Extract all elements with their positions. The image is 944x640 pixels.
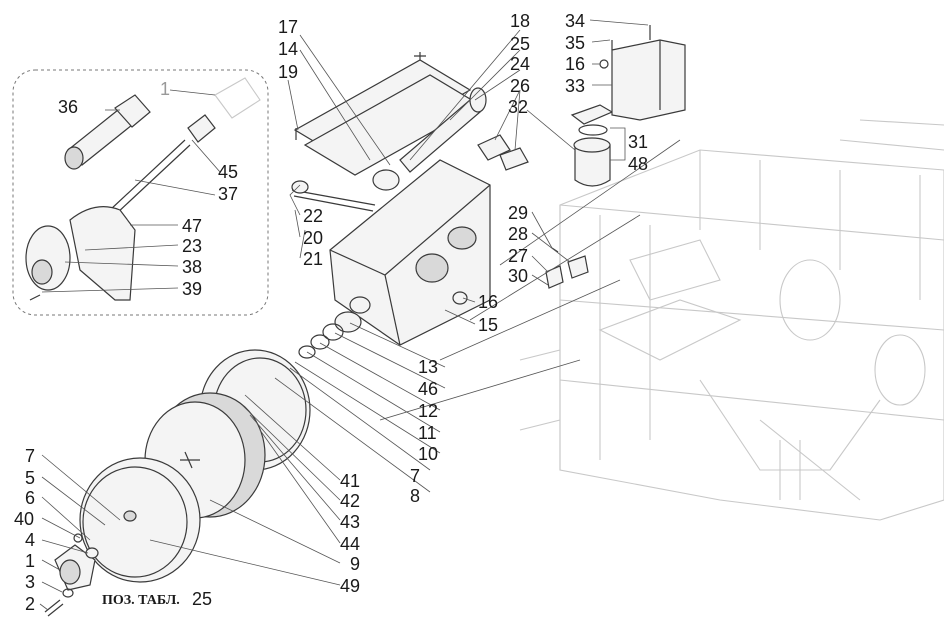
label-47: 47 — [182, 216, 202, 236]
label-7-left: 7 — [25, 446, 35, 466]
gearbox-housing — [291, 159, 491, 346]
label-16-top: 16 — [565, 54, 585, 74]
label-11: 11 — [418, 423, 437, 443]
label-23: 23 — [182, 236, 202, 256]
label-1: 1 — [25, 551, 35, 571]
cover-plates — [293, 52, 482, 176]
label-7-right: 7 — [410, 466, 420, 486]
label-30: 30 — [508, 266, 528, 286]
label-15: 15 — [478, 315, 498, 335]
label-35: 35 — [565, 33, 585, 53]
label-14: 14 — [278, 39, 298, 59]
label-28: 28 — [508, 224, 528, 244]
seal-rings — [298, 311, 362, 359]
label-17: 17 — [278, 17, 298, 37]
label-31: 31 — [628, 132, 648, 152]
label-41: 41 — [340, 471, 360, 491]
inset-parts — [25, 77, 261, 301]
label-3: 3 — [25, 572, 35, 592]
part-labels: 17 14 19 18 25 24 26 32 34 35 16 33 31 4… — [14, 11, 648, 614]
bracket — [599, 25, 686, 121]
label-1-inset: 1 — [160, 79, 170, 99]
label-36: 36 — [58, 97, 78, 117]
label-21: 21 — [303, 249, 323, 269]
label-20: 20 — [303, 228, 323, 248]
label-48: 48 — [628, 154, 648, 174]
label-16-right: 16 — [478, 292, 498, 312]
label-10: 10 — [418, 444, 438, 464]
pulleys — [79, 349, 311, 583]
label-6: 6 — [25, 488, 35, 508]
table-reference-number: 25 — [192, 589, 212, 609]
label-18: 18 — [510, 11, 530, 31]
label-26: 26 — [510, 76, 530, 96]
table-reference-text: ПОЗ. ТАБЛ. — [102, 593, 180, 608]
label-4: 4 — [25, 530, 35, 550]
label-12: 12 — [418, 401, 438, 421]
small-brackets — [545, 247, 589, 289]
label-46: 46 — [418, 379, 438, 399]
label-25: 25 — [510, 34, 530, 54]
filter-assembly — [570, 104, 614, 187]
label-40: 40 — [14, 509, 34, 529]
label-29: 29 — [508, 203, 528, 223]
label-49: 49 — [340, 576, 360, 596]
bushings — [477, 134, 529, 171]
label-33: 33 — [565, 76, 585, 96]
label-9: 9 — [350, 554, 360, 574]
label-37: 37 — [218, 184, 238, 204]
label-44: 44 — [340, 534, 360, 554]
label-38: 38 — [182, 257, 202, 277]
label-8: 8 — [410, 486, 420, 506]
label-2: 2 — [25, 594, 35, 614]
label-19: 19 — [278, 62, 298, 82]
upper-shaft — [372, 87, 487, 191]
label-34: 34 — [565, 11, 585, 31]
label-13: 13 — [418, 357, 438, 377]
label-32: 32 — [508, 97, 528, 117]
label-45: 45 — [218, 162, 238, 182]
label-24: 24 — [510, 54, 530, 74]
label-39: 39 — [182, 279, 202, 299]
label-43: 43 — [340, 512, 360, 532]
label-27: 27 — [508, 246, 528, 266]
background-machine-frame — [519, 119, 944, 521]
hub-assembly — [44, 533, 99, 617]
label-42: 42 — [340, 491, 360, 511]
table-reference: ПОЗ. ТАБЛ. 25 — [102, 589, 212, 609]
label-22: 22 — [303, 206, 323, 226]
label-5: 5 — [25, 468, 35, 488]
leader-lines — [39, 19, 681, 611]
